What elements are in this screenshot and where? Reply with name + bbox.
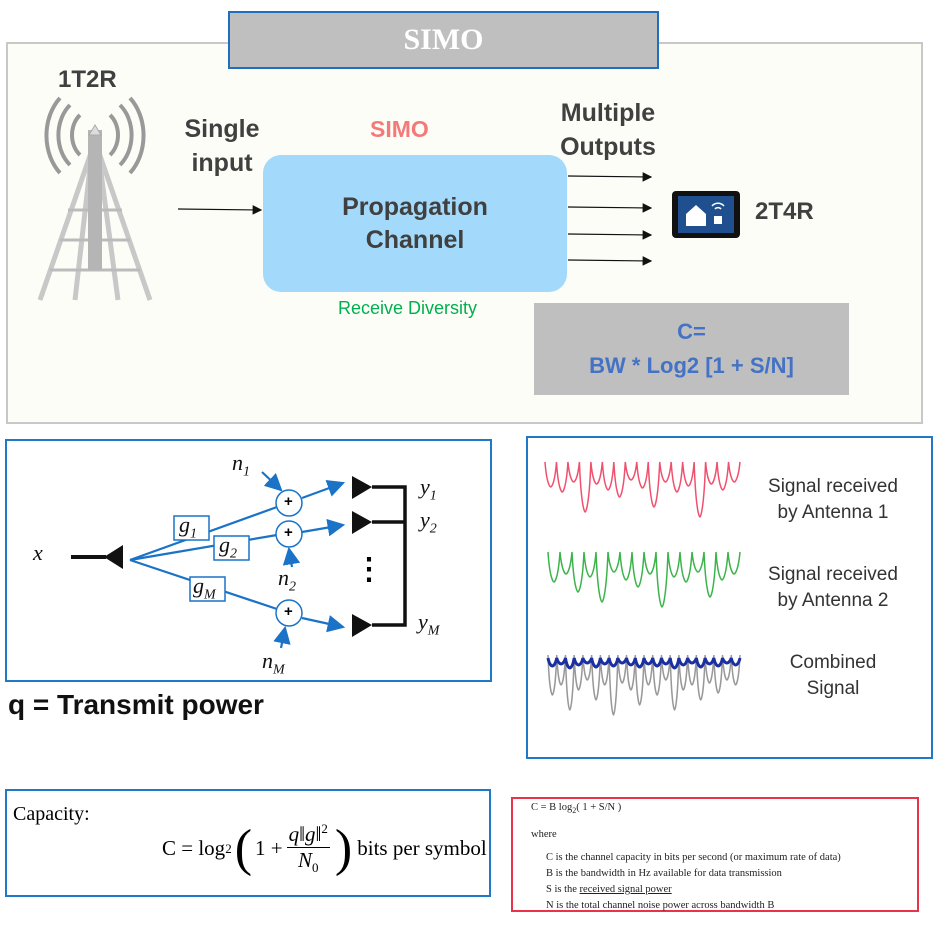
output-arrow: [567, 172, 653, 182]
gain-box-1: [173, 515, 210, 541]
shannon-formula: C = B log2( 1 + S/N ): [531, 802, 622, 816]
definition-b: B is the bandwidth in Hz available for d…: [546, 868, 782, 879]
adder-symbol-1: +: [284, 493, 293, 510]
tower-icon: [37, 96, 153, 301]
input-arrow: [177, 205, 263, 215]
gain-box-M: [189, 576, 226, 602]
antenna2-waveform: [547, 551, 741, 608]
input-x-label: x: [33, 540, 43, 565]
capacity-formula-line1: C=: [677, 319, 706, 344]
adder-symbol-2: +: [284, 524, 293, 541]
output-y1: y1: [420, 474, 437, 504]
signals-panel: [526, 436, 933, 759]
tx-antenna-icon: [104, 545, 123, 569]
output-arrows: [567, 172, 653, 266]
gain-g2: g2: [219, 532, 237, 562]
simo-label: SIMO: [370, 116, 429, 142]
definition-s: S is the received signal power: [546, 884, 672, 895]
noise-arrow-M: [273, 625, 291, 649]
adder-2: [275, 520, 303, 548]
output-arrow: [567, 230, 653, 240]
rx-antenna-2: [352, 511, 372, 534]
path-g2: [129, 533, 278, 562]
capacity-label: Capacity:: [13, 803, 90, 825]
capacity-formula-box: C= BW * Log2 [1 + S/N]: [534, 303, 849, 395]
definitions-list: C is the channel capacity in bits per se…: [546, 850, 841, 914]
signal-waveforms: [544, 461, 742, 716]
adder-symbol-M: +: [284, 603, 293, 620]
out-arrow-1: [301, 480, 346, 500]
channel-line2: Channel: [365, 225, 465, 254]
combiner-bus: [372, 485, 407, 627]
page-title: SIMO: [228, 11, 659, 69]
output-arrow: [567, 256, 653, 266]
transmitter-label: 1T2R: [58, 66, 117, 93]
out-arrow-M: [301, 615, 346, 633]
rx-antenna-1: [352, 476, 372, 499]
where-label: where: [531, 829, 557, 840]
channel-line1: Propagation: [342, 192, 488, 221]
definition-c: C is the channel capacity in bits per se…: [546, 852, 841, 863]
noise-arrow-1: [261, 471, 283, 492]
output-y2: y2: [420, 507, 437, 537]
definition-n: N is the total channel noise power acros…: [546, 900, 775, 911]
ellipsis: ⋮: [354, 553, 384, 586]
rx-antenna-M: [352, 614, 372, 637]
noise-n1: n1: [232, 450, 250, 480]
capacity-formula-line2: BW * Log2 [1 + S/N]: [589, 353, 794, 378]
multiple-outputs-line1: Multiple: [560, 99, 656, 127]
receiver-label: 2T4R: [755, 198, 814, 225]
receive-diversity-label: Receive Diversity: [338, 298, 478, 318]
simo-block-diagram: [71, 471, 407, 649]
multiple-outputs-label: Multiple Outputs: [548, 96, 668, 164]
single-input-line1: Single: [184, 115, 260, 143]
adder-1: [275, 489, 303, 517]
combined-waveform: [547, 654, 741, 716]
adder-M: [275, 599, 303, 627]
noise-nM: nM: [262, 648, 285, 678]
shannon-formula-panel: C = B log2( 1 + S/N ) where C is the cha…: [511, 797, 919, 912]
gain-box-2: [213, 535, 250, 561]
noise-n2: n2: [278, 565, 296, 595]
gain-g1: g1: [179, 512, 197, 542]
combined-envelope: [546, 657, 742, 670]
antenna1-waveform: [544, 461, 741, 518]
tablet-icon: [672, 191, 740, 238]
single-input-label: Single input: [170, 112, 274, 180]
output-arrow: [567, 203, 653, 213]
single-input-line2: input: [191, 149, 253, 177]
transmit-power-note: q = Transmit power: [8, 689, 264, 720]
multiple-outputs-line2: Outputs: [560, 133, 656, 161]
noise-arrow-2: [282, 546, 301, 568]
output-yM: yM: [418, 609, 440, 639]
out-arrow-2: [301, 518, 346, 537]
gain-gM: gM: [193, 573, 216, 603]
